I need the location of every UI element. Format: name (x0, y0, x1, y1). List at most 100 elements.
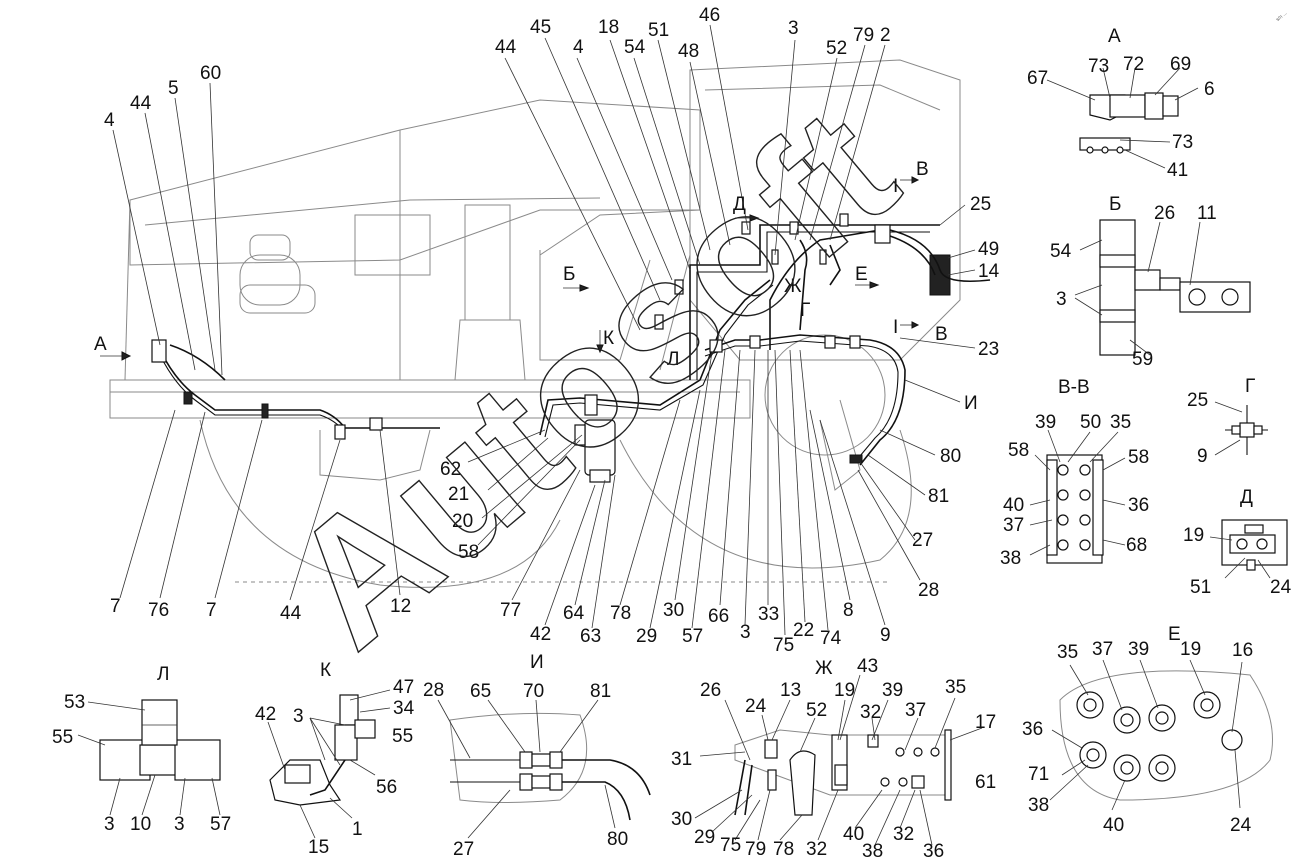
svg-text:39: 39 (882, 680, 903, 701)
svg-text:3: 3 (293, 706, 304, 727)
svg-text:59: 59 (1132, 349, 1153, 370)
svg-text:11: 11 (1197, 203, 1217, 224)
svg-text:Г: Г (800, 300, 810, 321)
svg-text:39: 39 (1128, 639, 1149, 660)
svg-text:6: 6 (1204, 79, 1215, 100)
svg-text:28: 28 (423, 680, 444, 701)
svg-text:50: 50 (1080, 412, 1101, 433)
svg-text:Д: Д (733, 194, 746, 215)
svg-text:25: 25 (970, 194, 991, 215)
leader-lines (112, 24, 976, 636)
svg-text:К: К (603, 328, 614, 349)
corner-mark: s/n ... (1275, 10, 1288, 22)
svg-text:27: 27 (453, 839, 474, 860)
svg-text:23: 23 (978, 339, 999, 360)
machine-body-outline (109, 59, 961, 588)
svg-text:58: 58 (458, 542, 479, 563)
svg-text:12: 12 (390, 596, 411, 617)
svg-text:38: 38 (862, 841, 883, 862)
svg-text:27: 27 (912, 530, 933, 551)
svg-text:40: 40 (843, 824, 864, 845)
svg-text:58: 58 (1008, 440, 1029, 461)
svg-text:9: 9 (880, 625, 891, 646)
fittings (654, 213, 863, 464)
svg-text:55: 55 (392, 726, 413, 747)
svg-text:72: 72 (1123, 54, 1144, 75)
svg-text:3: 3 (788, 18, 799, 39)
svg-text:19: 19 (834, 680, 855, 701)
svg-text:43: 43 (857, 656, 878, 677)
svg-text:74: 74 (820, 628, 842, 649)
vv-ports (1057, 464, 1091, 551)
view-VV-detail (1029, 429, 1126, 564)
svg-text:75: 75 (773, 635, 794, 656)
svg-text:26: 26 (1154, 203, 1175, 224)
view-I-detail (437, 699, 651, 839)
svg-text:13: 13 (780, 680, 801, 701)
view-K-detail (267, 689, 391, 839)
e-port-hoses (1076, 691, 1243, 782)
svg-text:30: 30 (671, 809, 692, 830)
svg-text:24: 24 (1270, 577, 1292, 598)
view-D-detail (1209, 519, 1288, 579)
svg-text:52: 52 (806, 700, 827, 721)
svg-text:51: 51 (1190, 577, 1211, 598)
svg-text:32: 32 (860, 702, 881, 723)
svg-text:79: 79 (745, 839, 766, 860)
svg-text:41: 41 (1167, 160, 1188, 181)
svg-text:80: 80 (940, 446, 961, 467)
i-couplings (519, 751, 563, 791)
svg-text:35: 35 (1110, 412, 1131, 433)
zh-fittings (880, 747, 940, 789)
svg-text:42: 42 (255, 704, 276, 725)
svg-text:20: 20 (452, 511, 473, 532)
svg-text:78: 78 (773, 839, 794, 860)
svg-text:65: 65 (470, 681, 491, 702)
svg-text:34: 34 (393, 698, 415, 719)
svg-text:10: 10 (130, 814, 151, 835)
svg-text:Г: Г (1245, 376, 1255, 397)
svg-text:31: 31 (671, 749, 692, 770)
svg-text:73: 73 (1172, 132, 1193, 153)
svg-text:53: 53 (64, 692, 85, 713)
svg-text:79: 79 (853, 25, 874, 46)
svg-text:81: 81 (928, 486, 949, 507)
svg-text:Б: Б (1109, 194, 1121, 215)
svg-text:3: 3 (104, 814, 115, 835)
view-arrows (100, 176, 920, 361)
svg-text:В: В (916, 159, 929, 180)
svg-text:38: 38 (1000, 548, 1021, 569)
svg-text:33: 33 (758, 604, 779, 625)
svg-text:Е: Е (1168, 624, 1181, 645)
hydraulic-pipes (151, 213, 991, 483)
svg-text:44: 44 (130, 93, 152, 114)
svg-text:А: А (1108, 26, 1121, 47)
svg-text:15: 15 (308, 837, 329, 858)
svg-text:32: 32 (893, 824, 914, 845)
svg-text:17: 17 (975, 712, 996, 733)
svg-text:36: 36 (1022, 719, 1043, 740)
view-L-detail (77, 699, 221, 816)
svg-text:В: В (935, 324, 948, 345)
svg-text:55: 55 (52, 727, 73, 748)
svg-text:63: 63 (580, 626, 601, 647)
watermark-text: Autosoft (254, 72, 930, 684)
svg-text:3: 3 (174, 814, 185, 835)
svg-text:46: 46 (699, 5, 720, 26)
svg-text:2: 2 (880, 25, 891, 46)
svg-text:5: 5 (168, 78, 179, 99)
svg-text:61: 61 (975, 772, 996, 793)
svg-text:35: 35 (945, 677, 966, 698)
svg-text:36: 36 (923, 841, 944, 862)
svg-text:40: 40 (1003, 495, 1024, 516)
view-E-detail (1049, 659, 1273, 811)
svg-text:Ж: Ж (815, 658, 833, 679)
svg-text:И: И (964, 393, 978, 414)
svg-text:I: I (893, 176, 898, 197)
svg-text:81: 81 (590, 681, 611, 702)
svg-text:И: И (530, 652, 544, 673)
svg-text:35: 35 (1057, 642, 1078, 663)
svg-text:30: 30 (663, 600, 684, 621)
svg-text:28: 28 (918, 580, 939, 601)
